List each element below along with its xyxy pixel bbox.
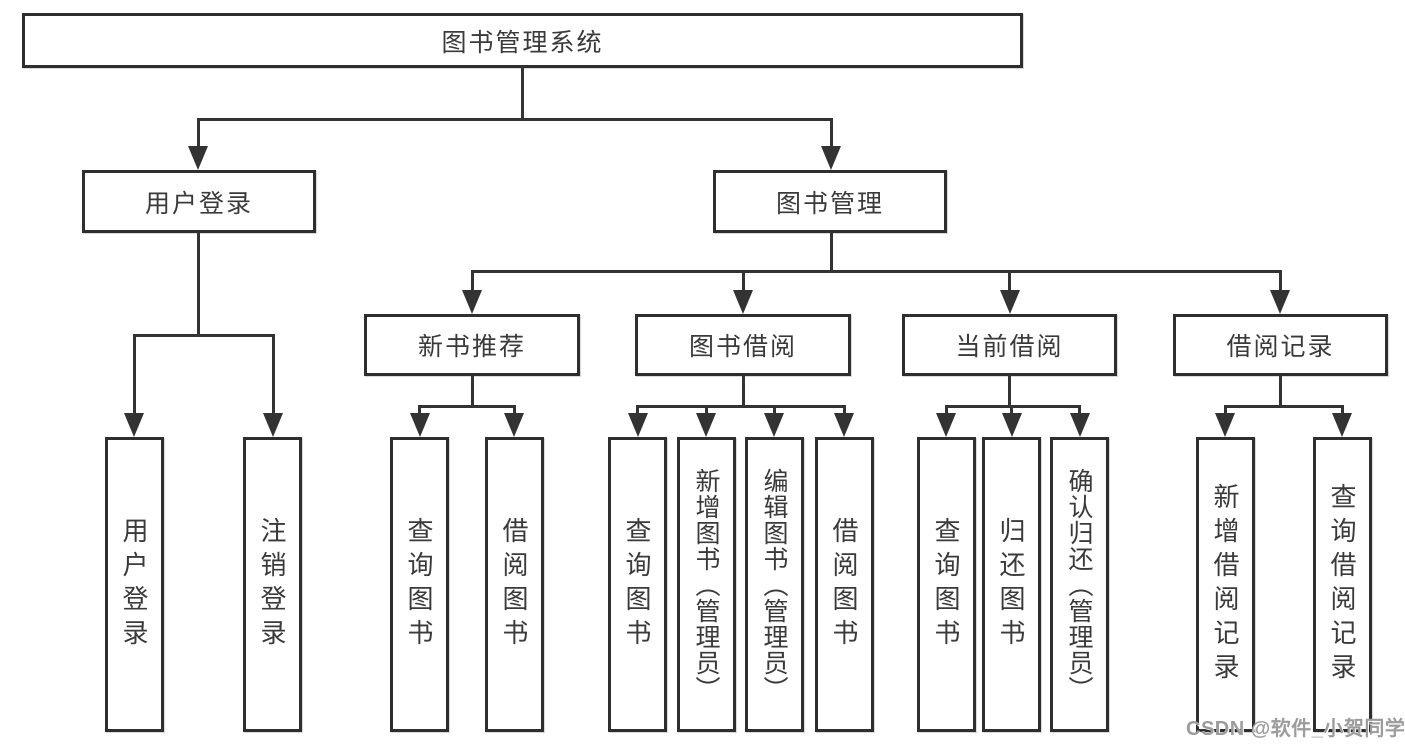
- connector-bookborrow-rail: [636, 405, 846, 408]
- connector-newbook-trunk: [471, 375, 474, 407]
- connector-drop: [272, 334, 275, 415]
- leaf-bookborrow-borrow-book: 借阅图书: [815, 437, 874, 732]
- leaf-user-login: 用户登录: [105, 437, 164, 732]
- connector-drop: [636, 405, 639, 417]
- node-book-management: 图书管理: [713, 170, 947, 233]
- connector-bookmgmt-rail: [471, 270, 1282, 273]
- arrow-down-icon: [628, 413, 648, 437]
- node-borrow-record: 借阅记录: [1173, 314, 1388, 376]
- arrow-down-icon: [1332, 413, 1352, 437]
- node-label: 用户登录: [144, 189, 253, 218]
- connector-drop: [471, 270, 474, 292]
- arrow-down-icon: [1002, 413, 1022, 437]
- connector-drop: [945, 405, 948, 417]
- arrow-down-icon: [1000, 290, 1020, 314]
- arrow-down-icon: [1215, 413, 1235, 437]
- connector-drop: [830, 118, 833, 148]
- connector-drop: [705, 405, 708, 417]
- connector-drop: [513, 405, 516, 417]
- leaf-borrowrecord-add-record: 新增借阅记录: [1196, 437, 1255, 732]
- connector-currentborrow-rail: [945, 405, 1081, 408]
- leaf-borrowrecord-query-record: 查询借阅记录: [1313, 437, 1372, 732]
- arrow-down-icon: [1270, 290, 1290, 314]
- connector-root-trunk: [521, 65, 524, 120]
- connector-bookmgmt-trunk: [830, 232, 833, 272]
- connector-drop: [1279, 270, 1282, 292]
- connector-drop: [197, 118, 200, 148]
- arrow-down-icon: [834, 413, 854, 437]
- connector-drop: [1010, 405, 1013, 417]
- leaf-logout: 注销登录: [243, 437, 302, 732]
- node-label: 新书推荐: [417, 333, 526, 361]
- connector-drop: [1224, 405, 1227, 417]
- arrow-down-icon: [1070, 413, 1090, 437]
- leaf-bookborrow-query-book: 查询图书: [608, 437, 667, 732]
- leaf-bookborrow-edit-book-admin: 编辑图书（管理员）: [745, 437, 804, 732]
- connector-drop: [133, 334, 136, 415]
- node-label: 图书借阅: [688, 333, 797, 361]
- node-label: 当前借阅: [955, 333, 1064, 361]
- arrow-down-icon: [124, 413, 144, 437]
- connector-drop: [773, 405, 776, 417]
- connector-root-rail: [197, 118, 833, 121]
- arrow-down-icon: [263, 413, 283, 437]
- connector-drop: [1341, 405, 1344, 417]
- arrow-down-icon: [696, 413, 716, 437]
- node-new-book-recommend: 新书推荐: [364, 314, 580, 376]
- connector-userlogin-rail: [133, 334, 275, 337]
- arrow-down-icon: [462, 290, 482, 314]
- connector-bookborrow-trunk: [742, 375, 745, 407]
- connector-drop: [742, 270, 745, 292]
- connector-borrowrecord-rail: [1224, 405, 1344, 408]
- connector-drop: [843, 405, 846, 417]
- leaf-currentborrow-query-book: 查询图书: [917, 437, 976, 732]
- csdn-watermark: CSDN @软件_小贺同学: [1186, 718, 1405, 740]
- node-label: 图书管理: [775, 189, 884, 218]
- connector-userlogin-trunk: [197, 232, 200, 336]
- arrow-down-icon: [410, 413, 430, 437]
- connector-borrowrecord-trunk: [1279, 375, 1282, 407]
- leaf-currentborrow-confirm-return-admin: 确认归还（管理员）: [1050, 437, 1109, 732]
- leaf-newbook-borrow-book: 借阅图书: [485, 437, 544, 732]
- connector-newbook-rail: [418, 405, 516, 408]
- connector-currentborrow-trunk: [1008, 375, 1011, 407]
- node-label: 借阅记录: [1226, 333, 1335, 361]
- leaf-currentborrow-return-book: 归还图书: [982, 437, 1041, 732]
- arrow-down-icon: [764, 413, 784, 437]
- arrow-down-icon: [936, 413, 956, 437]
- node-library-system: 图书管理系统: [22, 13, 1023, 68]
- arrow-down-icon: [733, 290, 753, 314]
- connector-drop: [418, 405, 421, 417]
- connector-drop: [1008, 270, 1011, 292]
- node-user-login: 用户登录: [82, 170, 316, 233]
- leaf-newbook-query-book: 查询图书: [390, 437, 449, 732]
- connector-drop: [1078, 405, 1081, 417]
- arrow-down-icon: [188, 146, 208, 170]
- leaf-bookborrow-add-book-admin: 新增图书（管理员）: [677, 437, 736, 732]
- node-book-borrow: 图书借阅: [635, 314, 851, 376]
- node-label: 图书管理系统: [441, 28, 604, 57]
- arrow-down-icon: [821, 146, 841, 170]
- node-current-borrow: 当前借阅: [902, 314, 1117, 376]
- arrow-down-icon: [504, 413, 524, 437]
